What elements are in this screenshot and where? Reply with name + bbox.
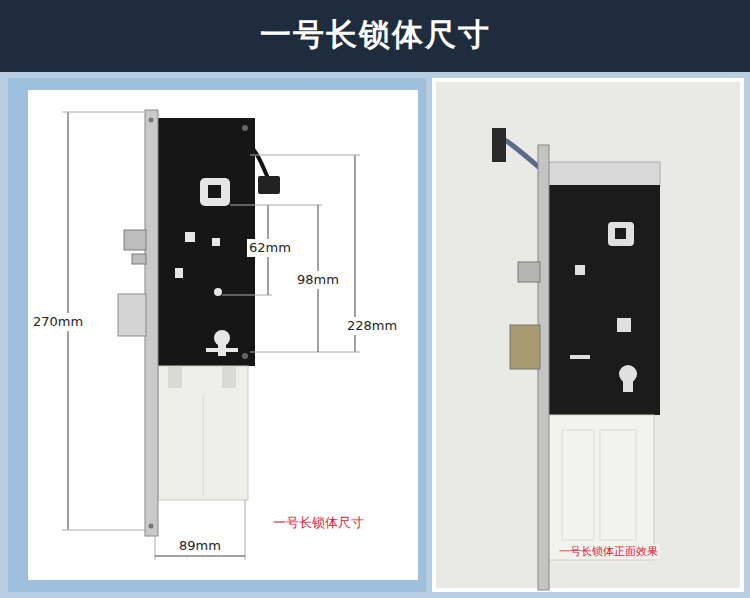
- lock-photo: [492, 128, 660, 590]
- page-title: 一号长锁体尺寸: [0, 16, 750, 53]
- header-band: [0, 0, 750, 72]
- dimension-label: 270mm: [31, 313, 85, 331]
- dimension-lines: [62, 112, 360, 560]
- dimension-label: 228mm: [345, 317, 399, 335]
- dimension-label: 89mm: [177, 537, 223, 555]
- frame-ground: [0, 72, 750, 598]
- right-panel-photo: [436, 82, 740, 588]
- dimension-label: 62mm: [247, 239, 293, 257]
- right-panel-border: [432, 78, 744, 592]
- caption-label: 一号长锁体正面效果: [557, 544, 660, 559]
- dimension-label: 98mm: [295, 271, 341, 289]
- lock-drawing: [118, 110, 280, 536]
- left-panel-border: [8, 78, 426, 592]
- caption-label: 一号长锁体尺寸: [271, 514, 366, 532]
- left-panel: [28, 90, 418, 580]
